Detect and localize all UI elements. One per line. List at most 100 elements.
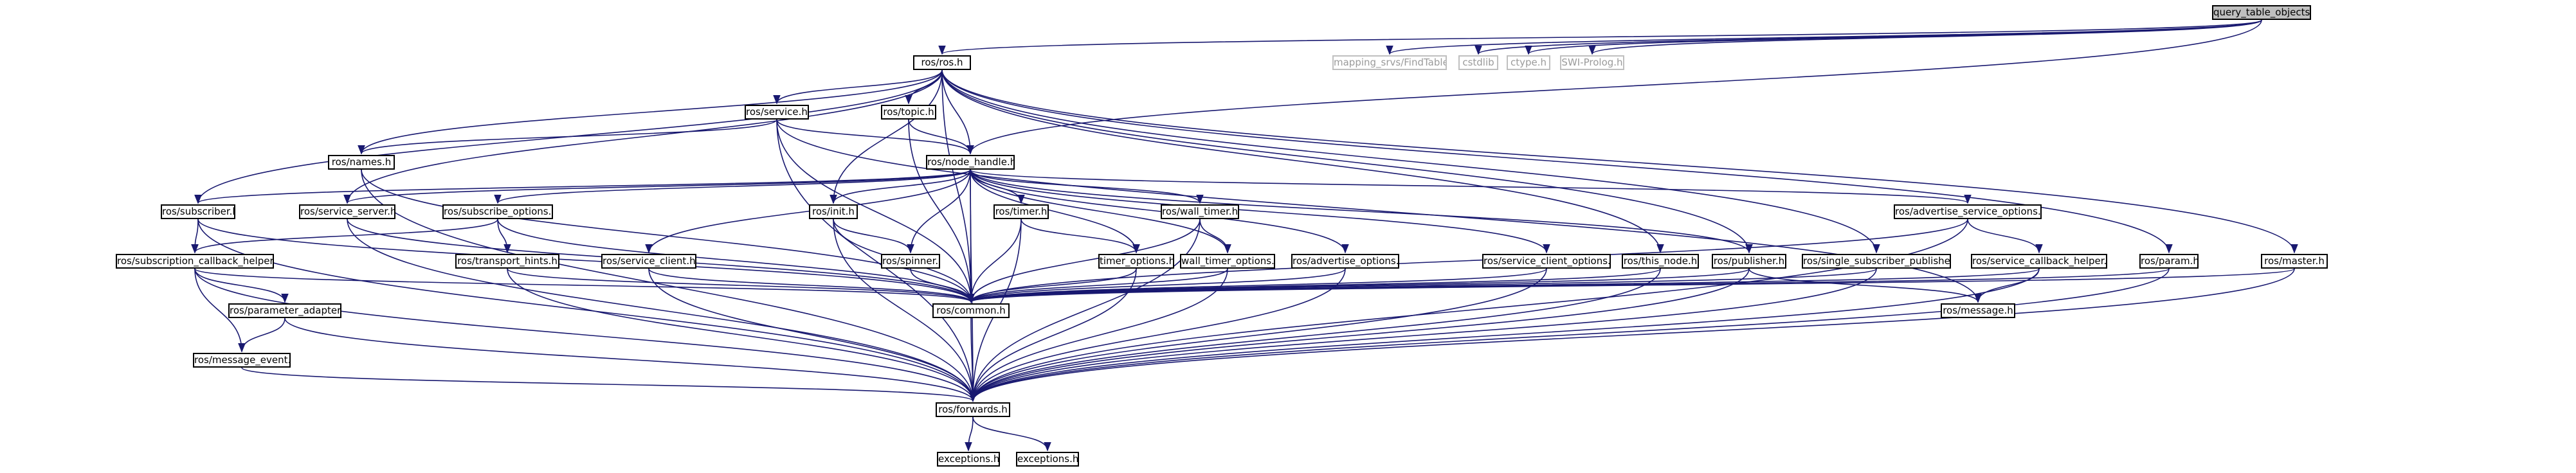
- graph-node-subscriber[interactable]: ros/subscriber.h: [161, 204, 235, 219]
- graph-node-service-client[interactable]: ros/service_client.h: [601, 254, 696, 269]
- edge-timer-to-common: [967, 219, 1022, 303]
- graph-node-common[interactable]: ros/common.h: [932, 303, 1010, 318]
- edge-message-event-to-forwards: [241, 367, 977, 402]
- graph-node-ctype: ctype.h: [1507, 55, 1550, 70]
- graph-node-publisher[interactable]: ros/publisher.h: [1712, 254, 1786, 269]
- graph-node-wall-timer-options[interactable]: wall_timer_options.h: [1180, 254, 1275, 269]
- edge-node-handle-to-service-server: [343, 169, 971, 204]
- edge-ros-to-master: [941, 69, 2298, 254]
- graph-node-names[interactable]: ros/names.h: [328, 155, 395, 170]
- edge-transport-hints-to-forwards: [507, 268, 977, 402]
- edge-param-to-forwards: [969, 268, 2170, 402]
- edge-advertise-options-to-common: [967, 268, 1346, 303]
- edge-transport-hints-to-common: [507, 268, 975, 303]
- edge-ros-to-init: [830, 69, 943, 204]
- graph-node-service-client-options[interactable]: ros/service_client_options.h: [1482, 254, 1611, 269]
- edge-node-handle-to-forwards: [969, 169, 977, 402]
- edge-subscriber-to-common: [197, 219, 975, 303]
- graph-node-forwards[interactable]: ros/forwards.h: [936, 402, 1010, 417]
- graph-node-spinner[interactable]: ros/spinner.h: [881, 254, 940, 269]
- edge-node-handle-to-advertise-service-options: [970, 169, 1972, 204]
- edge-init-to-spinner: [833, 219, 914, 254]
- edge-publisher-to-message: [1748, 268, 1982, 303]
- edge-root-to-swiprolog: [1588, 19, 2262, 55]
- edge-topic-to-node-handle: [908, 119, 974, 155]
- edge-subscription-callback-helper-to-parameter-adapter: [194, 268, 289, 303]
- graph-node-init[interactable]: ros/init.h: [809, 204, 858, 219]
- edge-advertise-options-to-forwards: [969, 268, 1346, 402]
- edge-node-handle-to-spinner: [907, 169, 971, 254]
- edge-forwards-to-exceptions-a: [965, 416, 974, 452]
- graph-node-this-node[interactable]: ros/this_node.h: [1622, 254, 1699, 269]
- edge-service-server-to-forwards: [347, 219, 977, 402]
- edge-timer-to-timer-options: [1020, 219, 1140, 254]
- edge-subscription-callback-helper-to-forwards: [194, 268, 977, 402]
- edge-root-to-ros: [939, 19, 2262, 55]
- graph-node-message[interactable]: ros/message.h: [1941, 303, 2015, 318]
- graph-node-advertise-service-options[interactable]: ros/advertise_service_options.h: [1894, 204, 2042, 219]
- graph-node-advertise-options[interactable]: ros/advertise_options.h: [1291, 254, 1399, 269]
- edge-service-client-to-common: [648, 268, 975, 303]
- graph-node-wall-timer[interactable]: ros/wall_timer.h: [1161, 204, 1239, 219]
- graph-node-message-event[interactable]: ros/message_event.h: [193, 353, 291, 368]
- graph-node-subscription-callback-helper[interactable]: ros/subscription_callback_helper.h: [116, 254, 274, 269]
- edge-root-to-findtableid: [1386, 19, 2262, 55]
- graph-node-exceptions-a[interactable]: exceptions.h: [937, 452, 1000, 467]
- edge-publisher-to-forwards: [969, 268, 1750, 402]
- graph-node-service-server[interactable]: ros/service_server.h: [299, 204, 395, 219]
- edge-wall-timer-to-wall-timer-options: [1199, 219, 1231, 254]
- edge-node-handle-to-service-client-options: [970, 169, 1550, 254]
- edge-this-node-to-forwards: [969, 268, 1661, 402]
- graph-node-single-subscriber-publisher[interactable]: ros/single_subscriber_publisher.h: [1802, 254, 1951, 269]
- edge-ros-to-this-node: [941, 69, 1664, 254]
- graph-node-node-handle[interactable]: ros/node_handle.h: [926, 155, 1015, 170]
- edge-ros-to-single-subscriber-publisher: [941, 69, 1880, 254]
- edge-single-subscriber-publisher-to-common: [967, 268, 1877, 303]
- edge-node-handle-to-subscriber: [194, 169, 971, 204]
- graph-node-exceptions-b[interactable]: exceptions.h: [1016, 452, 1079, 467]
- edge-ros-to-names: [358, 69, 943, 155]
- edge-service-client-options-to-forwards: [969, 268, 1547, 402]
- graph-node-transport-hints[interactable]: ros/transport_hints.h: [455, 254, 559, 269]
- edge-topic-to-common: [908, 119, 975, 303]
- graph-node-timer-options[interactable]: timer_options.h: [1098, 254, 1174, 269]
- edge-subscription-callback-helper-to-message-event: [194, 268, 246, 353]
- graph-node-timer[interactable]: ros/timer.h: [993, 204, 1049, 219]
- edge-advertise-service-options-to-common: [967, 219, 1968, 303]
- edge-wall-timer-options-to-common: [967, 268, 1228, 303]
- edge-wall-timer-to-forwards: [969, 219, 1201, 402]
- edge-service-client-to-forwards: [648, 268, 977, 402]
- edge-node-handle-to-subscribe-options: [494, 169, 971, 204]
- graph-node-ros[interactable]: ros/ros.h: [913, 55, 971, 70]
- edge-ros-to-node-handle: [941, 69, 974, 155]
- graph-node-service-callback-helper[interactable]: ros/service_callback_helper.h: [1971, 254, 2107, 269]
- graph-node-param[interactable]: ros/param.h: [2139, 254, 2199, 269]
- graph-node-topic[interactable]: ros/topic.h: [881, 105, 936, 120]
- graph-node-swiprolog: SWI-Prolog.h: [1560, 55, 1624, 70]
- edge-node-handle-to-publisher: [970, 169, 1753, 254]
- edge-subscriber-to-subscription-callback-helper: [191, 219, 199, 254]
- edge-timer-options-to-common: [967, 268, 1137, 303]
- graph-node-subscribe-options[interactable]: ros/subscribe_options.h: [442, 204, 553, 219]
- edge-master-to-common: [968, 268, 2295, 303]
- edge-wall-timer-options-to-forwards: [969, 268, 1228, 402]
- edge-advertise-service-options-to-service-callback-helper: [1967, 219, 2043, 254]
- graph-node-findtableid: mapping_srvs/FindTableId.h: [1332, 55, 1447, 70]
- graph-node-parameter-adapter[interactable]: ros/parameter_adapter.h: [228, 303, 341, 318]
- edge-ros-to-common: [941, 69, 975, 303]
- edge-common-to-forwards: [969, 317, 977, 402]
- edge-ros-to-service: [773, 69, 943, 105]
- graph-node-master[interactable]: ros/master.h: [2261, 254, 2328, 269]
- graph-node-service[interactable]: ros/service.h: [745, 105, 809, 120]
- edge-single-subscriber-publisher-to-forwards: [969, 268, 1877, 402]
- edge-service-to-common: [776, 119, 975, 303]
- edge-parameter-adapter-to-forwards: [284, 317, 977, 402]
- edge-master-to-forwards: [969, 268, 2295, 402]
- edge-forwards-to-exceptions-b: [972, 416, 1051, 452]
- edge-node-handle-to-wall-timer: [970, 169, 1204, 204]
- edge-service-callback-helper-to-forwards: [969, 268, 2040, 402]
- edge-parameter-adapter-to-message-event: [238, 317, 286, 353]
- edge-service-client-options-to-common: [967, 268, 1547, 303]
- edge-root-to-node-handle: [966, 19, 2262, 155]
